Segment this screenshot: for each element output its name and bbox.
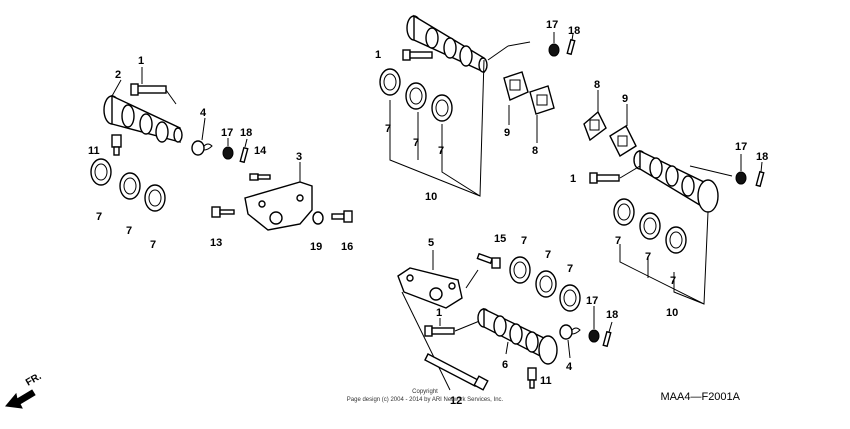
seal-plates-right — [583, 110, 637, 158]
callout-4: 4 — [566, 361, 573, 373]
callout-14: 14 — [254, 145, 267, 157]
callout-1: 1 — [138, 55, 144, 67]
callout-17: 17 — [221, 127, 233, 139]
bolt-11-bottom — [527, 367, 537, 389]
copyright-line-1: Copyright — [412, 389, 438, 395]
bolt-1-bottom — [424, 318, 455, 337]
callout-7: 7 — [567, 263, 573, 275]
callout-17: 17 — [546, 19, 558, 31]
callout-15: 15 — [494, 233, 506, 245]
bolt-14 — [249, 173, 271, 181]
callout-7: 7 — [150, 239, 156, 251]
pin-18-right — [755, 170, 765, 188]
callout-3: 3 — [296, 151, 302, 163]
front-direction-arrow: FR. — [5, 371, 44, 409]
callout-1: 1 — [375, 49, 381, 61]
callout-17: 17 — [735, 141, 747, 153]
camshaft-2 — [103, 79, 183, 143]
bearings-7-bottom — [509, 256, 581, 312]
callout-8: 8 — [594, 79, 600, 91]
callout-18: 18 — [568, 25, 580, 37]
callout-7: 7 — [385, 123, 391, 135]
diagram-code: MAA4—F2001A — [661, 391, 741, 403]
callout-18: 18 — [606, 309, 618, 321]
callout-9: 9 — [622, 93, 628, 105]
callout-7: 7 — [645, 251, 651, 263]
pin-18-left — [239, 146, 249, 164]
callout-18: 18 — [240, 127, 252, 139]
bolt-15 — [476, 252, 501, 269]
callout-7: 7 — [438, 145, 444, 157]
callout-7: 7 — [521, 235, 527, 247]
washer-17-top — [548, 43, 560, 57]
callout-2: 2 — [115, 69, 121, 81]
top-center-assembly: 1 17 18 7 7 7 10 9 8 — [375, 14, 580, 203]
callout-10: 10 — [425, 191, 437, 203]
callout-7: 7 — [545, 249, 551, 261]
bottom-center-assembly: 5 15 7 7 7 1 17 18 6 4 11 12 — [397, 233, 618, 407]
spring-4-left — [191, 117, 213, 156]
callout-11: 11 — [88, 145, 100, 157]
callout-13: 13 — [210, 237, 222, 249]
callout-1: 1 — [436, 307, 442, 319]
camshaft-right — [633, 149, 719, 213]
callout-18: 18 — [756, 151, 768, 163]
callout-7: 7 — [615, 235, 621, 247]
washer-17-left — [222, 146, 234, 160]
callout-7: 7 — [126, 225, 132, 237]
pin-18-top — [566, 38, 576, 56]
long-bolt-12 — [424, 353, 489, 391]
bearings-7-top — [379, 68, 453, 122]
pin-18-bottom — [602, 330, 612, 348]
bolt-11-left — [111, 134, 122, 156]
callout-1: 1 — [570, 173, 576, 185]
bolt-16 — [331, 210, 353, 223]
callout-16: 16 — [341, 241, 353, 253]
camshaft-6 — [477, 307, 558, 365]
callout-10: 10 — [666, 307, 678, 319]
bolt-1-left — [130, 67, 167, 96]
washer-17-right — [735, 171, 747, 185]
spring-4-bottom — [559, 324, 581, 359]
callout-4: 4 — [200, 107, 207, 119]
seal-plates-top — [503, 71, 555, 115]
left-assembly: 1 2 4 17 18 11 14 3 7 7 7 13 19 16 — [88, 55, 353, 253]
bolt-1-top — [402, 49, 433, 61]
camshaft-top — [406, 14, 488, 74]
callout-5: 5 — [428, 237, 434, 249]
bolt-1-right — [589, 172, 620, 184]
fr-label: FR. — [24, 371, 44, 389]
callout-7: 7 — [96, 211, 102, 223]
bolt-13 — [211, 206, 235, 218]
plate-3 — [244, 162, 313, 231]
callout-17: 17 — [586, 295, 598, 307]
arrow-icon — [5, 389, 36, 409]
plate-5 — [397, 250, 463, 309]
nut-19 — [312, 211, 324, 225]
callout-6: 6 — [502, 359, 508, 371]
washer-17-bottom — [588, 329, 600, 343]
callout-8: 8 — [532, 145, 538, 157]
right-assembly: 8 9 17 18 1 7 7 7 10 — [570, 79, 768, 319]
callout-7: 7 — [413, 137, 419, 149]
copyright-line-2: Page design (c) 2004 - 2014 by ARI Netwo… — [347, 397, 504, 403]
callout-19: 19 — [310, 241, 322, 253]
bearings-7-left — [90, 158, 166, 212]
callout-12: 12 — [450, 395, 462, 407]
bearings-7-right — [613, 198, 687, 254]
callout-7: 7 — [670, 275, 676, 287]
callout-9: 9 — [504, 127, 510, 139]
callout-11: 11 — [540, 375, 552, 387]
